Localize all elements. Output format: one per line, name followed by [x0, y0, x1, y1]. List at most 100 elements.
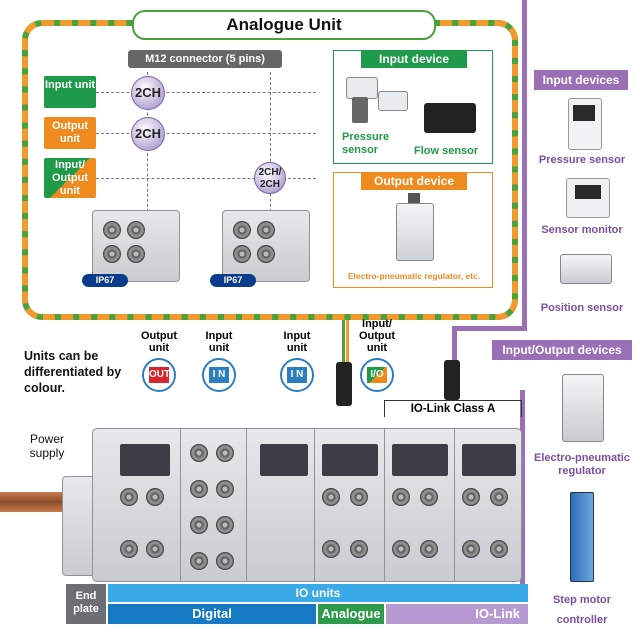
m12-cable-plug [336, 362, 352, 406]
pressure-sensor-label: Pressure sensor [342, 131, 390, 156]
purple-line [520, 390, 525, 590]
m12-port [322, 540, 340, 558]
analogue-module-left [92, 210, 180, 282]
module-divider [384, 428, 385, 582]
power-cable [0, 492, 62, 512]
m12-port [216, 444, 234, 462]
pressure-sensor-image [346, 77, 378, 99]
m12-port [127, 245, 145, 263]
status-panel [322, 444, 378, 476]
m12-port [392, 540, 410, 558]
m12-port [233, 245, 251, 263]
pressure-sensor-image [378, 91, 408, 111]
step-motor-label: Step motor controller [530, 590, 634, 630]
panel-title: Analogue Unit [132, 10, 436, 40]
m12-port [120, 540, 138, 558]
output-device-box: Output device Electro-pneumatic regulato… [333, 172, 493, 288]
channel-io-top: 2CH/ [258, 167, 282, 178]
display-icon [575, 185, 601, 199]
in-badge-1-text: I N [209, 367, 229, 383]
position-sensor-image [560, 254, 612, 284]
step-motor-controller-image [570, 492, 594, 582]
m12-port [490, 488, 508, 506]
in-badge-2-text: I N [287, 367, 307, 383]
analogue-module-right [222, 210, 310, 282]
grid-line [270, 72, 271, 212]
io-badge: I/O [360, 358, 394, 392]
m12-port [120, 488, 138, 506]
m12-port [462, 540, 480, 558]
m12-port [420, 488, 438, 506]
grid-line [96, 92, 316, 93]
position-sensor-label: Position sensor [540, 302, 624, 314]
power-supply-line1: Power [29, 432, 64, 446]
grid-line [96, 178, 316, 179]
m12-port [392, 488, 410, 506]
in-badge-1: I N [202, 358, 236, 392]
m12-port [127, 221, 145, 239]
status-panel [392, 444, 448, 476]
io-units-bar: IO units [108, 584, 528, 602]
regulator-label-line2: regulator [558, 465, 606, 477]
m12-port [462, 488, 480, 506]
sensor-monitor-image [566, 178, 610, 218]
end-plate-line2: plate [73, 603, 99, 615]
regulator-image [396, 203, 434, 261]
purple-line [452, 326, 457, 372]
input-device-header: Input device [361, 50, 467, 68]
step-motor-label-line2: controller [556, 614, 608, 626]
m12-port [146, 540, 164, 558]
power-supply-line2: supply [29, 446, 65, 460]
sensor-monitor-label: Sensor monitor [541, 224, 623, 236]
m12-port [216, 516, 234, 534]
input-output-unit-tag: Input/ Output unit [44, 158, 96, 198]
module-divider [454, 428, 455, 582]
cable [342, 320, 345, 362]
ip67-badge-right: IP67 [210, 274, 256, 287]
m12-port [190, 480, 208, 498]
in-badge-2: I N [280, 358, 314, 392]
m12-port [216, 552, 234, 570]
units-note: Units can be differentiated by colour. [24, 349, 122, 395]
input-output-unit-label: Input/ Output unit [358, 318, 396, 354]
analogue-bar: Analogue [318, 604, 384, 624]
input-unit-label-1: Input unit [205, 330, 233, 354]
input-unit-label-2: Input unit [283, 330, 311, 354]
end-plate-bar: End plate [66, 584, 106, 624]
module-divider [314, 428, 315, 582]
input-device-box: Input device Pressure sensor Flow sensor [333, 50, 493, 164]
m12-port [190, 552, 208, 570]
flow-sensor-label: Flow sensor [414, 145, 479, 157]
m12-port [322, 488, 340, 506]
m12-port [350, 540, 368, 558]
m12-port [103, 245, 121, 263]
io-link-bar: IO-Link [386, 604, 528, 624]
module-divider [180, 428, 181, 582]
input-devices-header: Input devices [534, 70, 628, 90]
status-panel [260, 444, 308, 476]
m12-port [216, 480, 234, 498]
purple-line [522, 0, 527, 330]
io-link-class-label: IO-Link Class A [384, 400, 522, 417]
output-unit-label: Output unit [140, 330, 178, 354]
m12-port [490, 540, 508, 558]
flow-sensor-image [424, 103, 476, 133]
regulator-image [408, 193, 420, 203]
channel-io-bottom: 2CH [259, 179, 280, 190]
end-plate-line1: End [75, 590, 97, 602]
pressure-sensor-device-image [568, 98, 602, 150]
input-output-unit-label: Input/ Output unit [51, 159, 89, 197]
m12-port [190, 516, 208, 534]
input-unit-tag: Input unit [44, 76, 96, 108]
regulator-device-image [562, 374, 604, 442]
cable [346, 320, 349, 362]
m12-port [103, 221, 121, 239]
io-devices-header: Input/Output devices [492, 340, 632, 360]
m12-port [233, 221, 251, 239]
display-icon [573, 105, 595, 121]
output-device-header: Output device [361, 172, 467, 190]
m12-port [350, 488, 368, 506]
power-supply-label: Power supply [22, 432, 72, 460]
regulator-label: Electro-pneumatic regulator [530, 452, 634, 478]
channel-circle-input: 2CH [131, 76, 165, 110]
